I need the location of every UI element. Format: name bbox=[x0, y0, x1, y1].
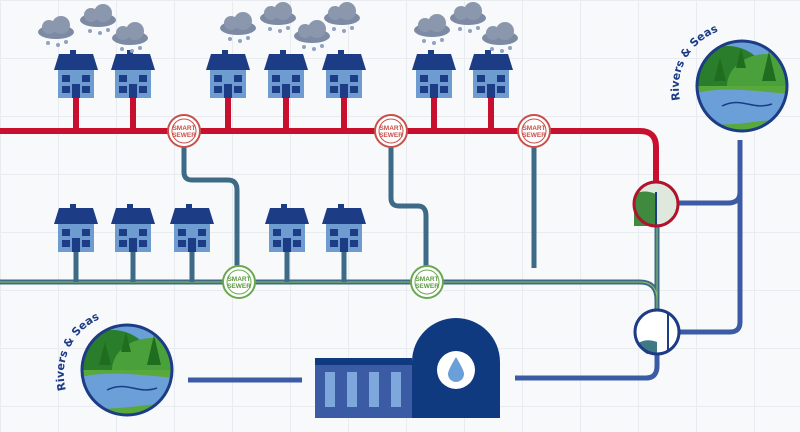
rain-cloud-icon bbox=[414, 14, 450, 45]
outflow-pipes bbox=[188, 140, 743, 383]
smart-sewer-badge-green-2[interactable]: SMART SEWER bbox=[410, 265, 444, 299]
house-icon bbox=[322, 50, 366, 98]
house-icon bbox=[412, 50, 456, 98]
badge-text: SMART bbox=[227, 276, 250, 283]
badge-text: SEWER bbox=[172, 132, 196, 139]
combined-sewer-pipe bbox=[0, 97, 659, 182]
bottom-house-connections bbox=[73, 250, 347, 282]
house-icon bbox=[111, 204, 155, 252]
rain-cloud-icon bbox=[260, 2, 296, 33]
rain-cloud-icon bbox=[324, 2, 360, 33]
rivers-seas-top: Rivers & Seas bbox=[669, 22, 800, 136]
rain-cloud-icon bbox=[220, 12, 256, 43]
river-landscape-icon bbox=[72, 320, 192, 420]
badge-text: SMART bbox=[415, 276, 438, 283]
badge-text: SEWER bbox=[522, 132, 546, 139]
bottom-houses bbox=[54, 204, 366, 252]
rain-cloud-icon bbox=[294, 20, 330, 51]
rivers-seas-bottom: Rivers & Seas bbox=[54, 310, 192, 420]
smart-sewer-badge-red-1[interactable]: SMART SEWER bbox=[167, 114, 201, 148]
house-icon bbox=[170, 204, 214, 252]
combined-overflow-tank bbox=[632, 180, 680, 228]
house-icon bbox=[206, 50, 250, 98]
badge-text: SMART bbox=[172, 125, 195, 132]
storm-pipes bbox=[0, 147, 660, 318]
rain-clouds bbox=[38, 2, 518, 53]
rain-cloud-icon bbox=[112, 22, 148, 53]
rain-cloud-icon bbox=[482, 22, 518, 53]
badge-text: SMART bbox=[522, 125, 545, 132]
smart-sewer-badge-green-1[interactable]: SMART SEWER bbox=[222, 265, 256, 299]
smart-sewer-badge-red-2[interactable]: SMART SEWER bbox=[374, 114, 408, 148]
house-icon bbox=[322, 204, 366, 252]
house-icon bbox=[265, 204, 309, 252]
house-icon bbox=[111, 50, 155, 98]
house-icon bbox=[264, 50, 308, 98]
house-icon bbox=[54, 50, 98, 98]
storm-overflow-tank bbox=[633, 308, 681, 356]
treatment-plant-icon bbox=[315, 318, 500, 418]
smart-sewer-badge-red-3[interactable]: SMART SEWER bbox=[517, 114, 551, 148]
badge-text: SMART bbox=[379, 125, 402, 132]
rain-cloud-icon bbox=[80, 4, 116, 35]
rain-cloud-icon bbox=[38, 16, 74, 47]
badge-text: SEWER bbox=[379, 132, 403, 139]
badge-text: SEWER bbox=[415, 283, 439, 290]
badge-text: SEWER bbox=[227, 283, 251, 290]
rain-cloud-icon bbox=[450, 2, 486, 33]
water-drop-icon bbox=[448, 357, 464, 382]
house-icon bbox=[54, 204, 98, 252]
top-houses bbox=[54, 50, 513, 98]
house-icon bbox=[469, 50, 513, 98]
river-landscape-icon bbox=[687, 36, 800, 136]
